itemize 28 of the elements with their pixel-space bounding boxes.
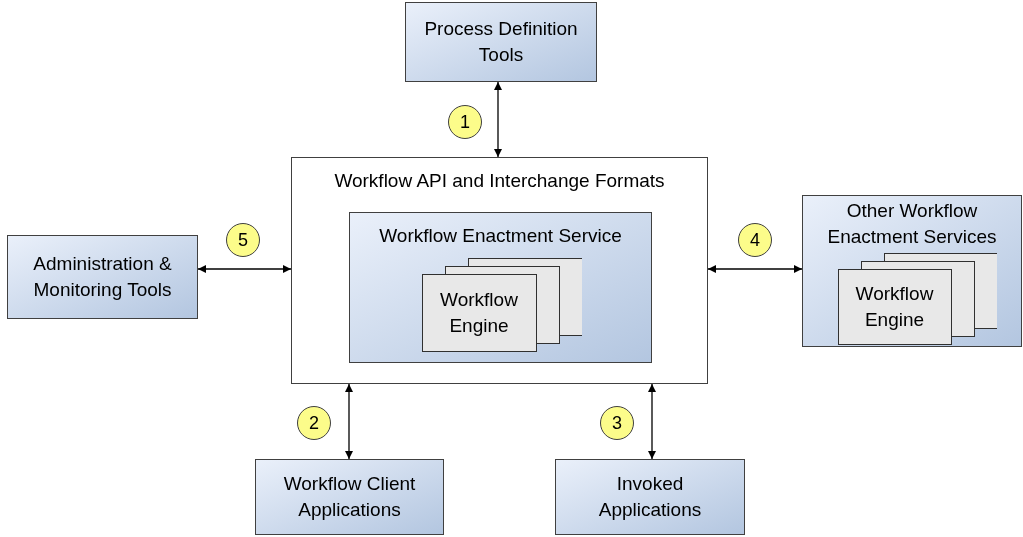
node-text: Process Definition Tools — [423, 17, 579, 67]
tool-box — [7, 235, 198, 319]
double-arrow — [707, 265, 803, 273]
node-text: Workflow Engine — [439, 287, 519, 338]
engine-card-stack — [422, 258, 582, 352]
double-arrow — [648, 383, 656, 460]
node-text: 4 — [749, 229, 761, 252]
node-text: Workflow Client Applications — [282, 472, 417, 522]
application-box — [255, 459, 444, 535]
service-box — [802, 195, 1022, 347]
engine-card-stack — [838, 253, 997, 345]
tool-box — [405, 2, 597, 82]
node-text: 3 — [611, 412, 623, 435]
service-box — [349, 212, 652, 363]
application-box — [555, 459, 745, 535]
double-arrow — [345, 383, 353, 460]
node-text: 1 — [459, 111, 471, 134]
node-text: Other Workflow Enactment Services — [826, 199, 998, 249]
node-text: Workflow Enactment Service — [378, 224, 623, 248]
node-text: Administration & Monitoring Tools — [32, 252, 173, 302]
node-text: 2 — [308, 412, 320, 435]
node-text: Workflow API and Interchange Formats — [333, 169, 666, 193]
node-text: Workflow Engine — [854, 281, 935, 332]
interface-box — [291, 157, 708, 384]
double-arrow — [197, 265, 292, 273]
node-text: 5 — [237, 229, 249, 252]
double-arrow — [494, 81, 502, 158]
node-text: Invoked Applications — [597, 472, 703, 522]
